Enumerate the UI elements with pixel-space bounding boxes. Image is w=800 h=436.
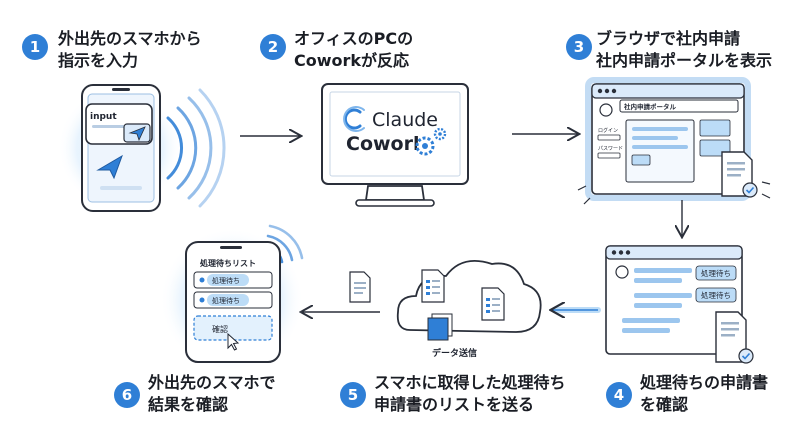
cursor-icon [227,332,240,351]
step-4-title: 処理待ちの申請書 を確認 [640,372,768,416]
pending-badge-1: 処理待ち [701,268,731,278]
step-1-line2: 指示を入力 [58,51,139,70]
list-title: 処理待ちリスト [199,258,256,268]
step-1-badge: 1 [22,34,48,60]
cloud-label: データ送信 [432,347,477,359]
step-2-title: オフィスのPCの Coworkが反応 [294,28,413,72]
portal-title: 社内申請ポータル [624,102,677,111]
portal-login-label: ログイン [598,127,618,134]
sparkle-lines [577,181,771,205]
claude-logo-icon [343,106,365,132]
step-5-title: スマホに取得した処理待ち 申請書のリストを送る [374,372,566,416]
signal-waves-icon [166,88,226,208]
phone-input-device: input [58,84,226,212]
send-icon [123,123,151,143]
step-2-line2: Coworkが反応 [294,51,410,70]
list-document-icon [421,269,445,303]
step-6-title: 外出先のスマホで 結果を確認 [148,372,276,416]
phone-result-device: 処理待ちリスト 処理待ち 処理待ち 確認 [160,224,304,372]
confirm-button[interactable]: 確認 [212,324,228,334]
portal-password-label: パスワード [598,146,623,152]
step-5-line1: スマホに取得した処理待ち [374,373,566,392]
step-5-badge: 5 [340,382,366,408]
input-label: input [90,112,117,122]
office-pc-monitor: Claude Cowork [321,83,469,207]
step-4-line1: 処理待ちの申請書 [640,373,769,392]
paper-plane-icon [96,154,123,180]
pending-badge-2: 処理待ち [701,290,731,300]
step-3-badge: 3 [566,34,592,60]
step-3-title: ブラウザで社内申請 社内申請ポータルを表示 [596,28,772,72]
step-2-badge: 2 [260,34,286,60]
step-4-badge: 4 [606,382,632,408]
gear-icon [415,127,447,156]
pending-review-window: 処理待ち 処理待ち [605,245,754,364]
brand-cowork: Cowork [346,133,426,155]
step-1-line1: 外出先のスマホから [58,29,202,48]
document-check-icon [721,151,758,198]
step-2-line1: オフィスのPCの [294,29,414,48]
list-item-1: 処理待ち [212,276,240,285]
step-6-badge: 6 [114,382,140,408]
brand-claude: Claude [372,109,438,131]
user-avatar-icon [615,265,629,279]
step-3-line2: 社内申請ポータルを表示 [596,51,773,70]
document-check-icon [715,311,754,364]
step-6-line2: 結果を確認 [148,395,229,414]
document-icon [349,271,371,303]
step-5-line2: 申請書のリストを送る [374,395,535,414]
portal-browser-window: 社内申請ポータル ログイン パスワード [577,77,771,205]
user-avatar-icon [599,103,613,117]
step-4-line2: を確認 [640,395,689,414]
list-document-icon [481,287,505,321]
cloud-data-transfer: データ送信 [349,260,542,359]
step-3-line1: ブラウザで社内申請 [596,29,741,48]
list-item-2: 処理待ち [212,296,240,305]
step-1-title: 外出先のスマホから 指示を入力 [58,28,202,72]
step-6-line1: 外出先のスマホで [148,373,276,392]
stacked-files-icon [427,313,453,341]
